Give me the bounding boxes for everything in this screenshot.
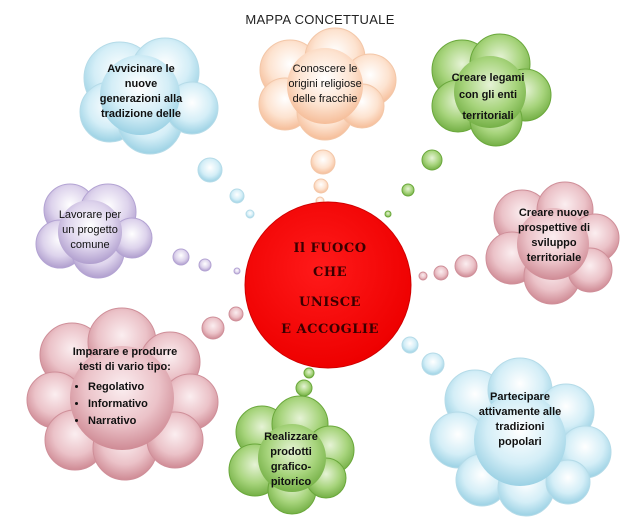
list-item: Narrativo — [88, 413, 188, 430]
node-right-line-2: prospettive di — [517, 222, 591, 234]
center-line-4: E ACCOGLIE — [281, 322, 379, 337]
node-top-center-line-2: origini religiose — [288, 78, 362, 90]
node-bottom-center-line-4: pitorico — [270, 476, 312, 488]
node-top-left-line-1: Avvicinare le — [107, 63, 175, 75]
page-title: MAPPA CONCETTUALE — [245, 12, 395, 27]
node-bottom-center-line-1: Realizzare — [264, 431, 318, 443]
node-right-line-1: Creare nuove — [518, 207, 590, 219]
bubbles-right — [418, 254, 478, 281]
center-line-2: CHE — [312, 265, 348, 280]
node-top-center-line-3: delle fracchie — [292, 93, 358, 105]
node-top-right-line-2: con gli enti — [458, 89, 518, 101]
node-left: Lavorare per un progetto comune — [48, 208, 132, 253]
node-bottom-center-line-3: grafico- — [270, 461, 312, 473]
node-top-right-line-3: territoriali — [462, 110, 514, 122]
cloud-right — [485, 181, 620, 305]
node-bottom-right-line-3: tradizioni — [495, 421, 545, 433]
text-types-list: Regolativo Informativo Narrativo — [62, 379, 188, 430]
bubbles-bottom-right — [387, 326, 445, 376]
node-top-left-line-2: nuove — [124, 78, 158, 90]
node-top-left: Avvicinare le nuove generazioni alla tra… — [88, 62, 194, 122]
list-item: Regolativo — [88, 379, 188, 396]
center-line-3: UNISCE — [299, 295, 361, 310]
cloud-top-right — [431, 33, 552, 147]
cloud-bottom-center — [228, 395, 355, 515]
bubbles-top-left — [197, 157, 255, 219]
node-bottom-center-line-2: prodotti — [270, 446, 312, 458]
node-top-left-line-3: generazioni alla — [99, 93, 183, 105]
node-top-left-line-4: tradizione delle — [100, 108, 182, 120]
bubbles-left — [172, 248, 241, 275]
cloud-bottom-left — [26, 307, 219, 481]
cloud-bottom-right — [429, 357, 612, 517]
node-bottom-center: Realizzare prodotti grafico- pitorico — [250, 430, 332, 490]
node-left-line-3: comune — [70, 239, 110, 251]
node-top-right-line-1: Creare legami — [451, 72, 525, 84]
bubbles-top-center — [310, 149, 336, 206]
node-top-right: Creare legami con gli enti territoriali — [440, 70, 536, 125]
node-left-line-2: un progetto — [62, 224, 118, 236]
node-bottom-left: Imparare e produrre testi di vario tipo:… — [62, 345, 188, 430]
bubbles-top-right — [384, 149, 443, 218]
bubbles-bottom-left — [201, 300, 257, 340]
node-top-center: Conoscere le origini religiose delle fra… — [270, 62, 380, 107]
cloud-left — [35, 183, 153, 279]
node-bottom-right-line-2: attivamente alle — [478, 406, 562, 418]
node-left-line-1: Lavorare per — [58, 209, 122, 221]
node-right-line-4: territoriale — [526, 252, 582, 264]
cloud-top-left — [79, 37, 219, 155]
node-right: Creare nuove prospettive di sviluppo ter… — [506, 206, 602, 266]
node-bottom-left-line-1: Imparare e produrre — [72, 346, 178, 358]
node-bottom-right-line-1: Partecipare — [490, 391, 550, 403]
list-item: Informativo — [88, 396, 188, 413]
node-right-line-3: sviluppo — [531, 237, 577, 249]
center-circle — [244, 201, 412, 369]
node-bottom-right-line-4: popolari — [498, 436, 542, 448]
node-bottom-left-line-2: testi di vario tipo: — [79, 361, 171, 373]
node-bottom-right: Partecipare attivamente alle tradizioni … — [458, 390, 582, 450]
cloud-top-center — [258, 27, 397, 141]
center-line-1: Il FUOCO — [293, 241, 367, 256]
node-top-center-line-1: Conoscere le — [292, 63, 358, 75]
